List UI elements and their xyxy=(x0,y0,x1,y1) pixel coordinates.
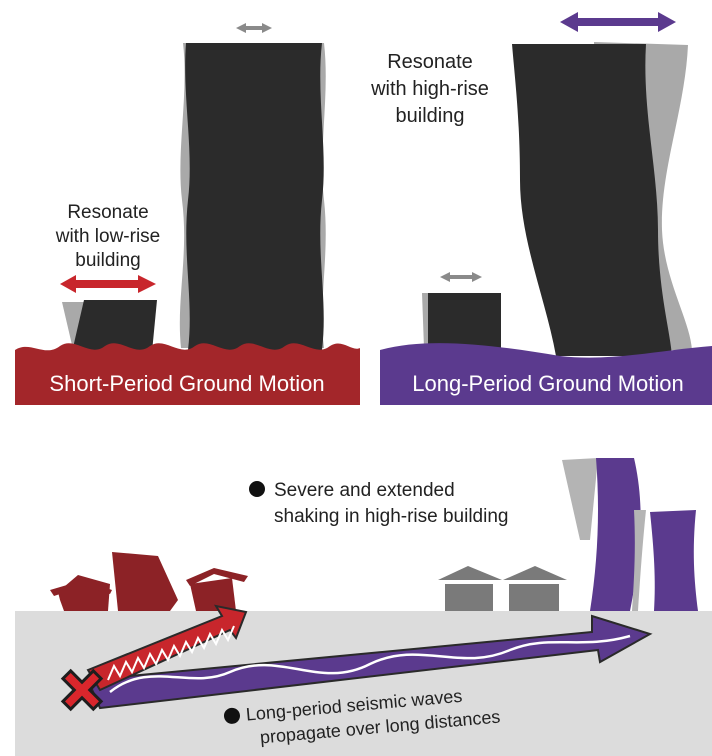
collapsed-buildings xyxy=(50,552,248,611)
highrise-ghost xyxy=(562,458,598,540)
short-annotation: Resonate with low-rise building xyxy=(55,202,161,271)
collapsed-building-middle xyxy=(112,552,178,611)
short-highrise-double-arrow xyxy=(236,23,272,33)
shaking-note-line-2: shaking in high-rise building xyxy=(274,506,508,527)
house-body-left xyxy=(445,584,493,611)
short-banner-label: Short-Period Ground Motion xyxy=(49,371,324,396)
house-roof-right xyxy=(503,566,567,580)
house-roof-left xyxy=(438,566,502,580)
highrise-tall xyxy=(590,458,641,611)
long-highrise-double-arrow xyxy=(560,12,676,32)
long-lowrise-building xyxy=(428,293,501,350)
long-banner-label: Long-Period Ground Motion xyxy=(412,371,684,396)
short-lowrise-double-arrow xyxy=(60,275,156,293)
collapsed-building-right xyxy=(190,578,236,611)
long-annotation-line-1: Resonate xyxy=(387,51,473,73)
long-annotation: Resonate with high-rise building xyxy=(370,51,489,127)
shaking-note-bullet-icon xyxy=(249,481,265,497)
short-highrise-building xyxy=(185,43,324,350)
swaying-highrises xyxy=(562,458,698,611)
house-body-right xyxy=(509,584,559,611)
intact-houses xyxy=(438,566,567,611)
long-annotation-line-3: building xyxy=(396,105,465,127)
short-annotation-line-3: building xyxy=(75,250,141,271)
short-annotation-line-1: Resonate xyxy=(67,202,148,223)
shaking-note: Severe and extended shaking in high-rise… xyxy=(249,480,508,527)
highrise-short xyxy=(650,510,698,611)
shaking-note-line-1: Severe and extended xyxy=(274,480,455,501)
long-annotation-line-2: with high-rise xyxy=(370,78,489,100)
short-annotation-line-2: with low-rise xyxy=(55,226,161,247)
long-lowrise-double-arrow xyxy=(440,272,482,282)
